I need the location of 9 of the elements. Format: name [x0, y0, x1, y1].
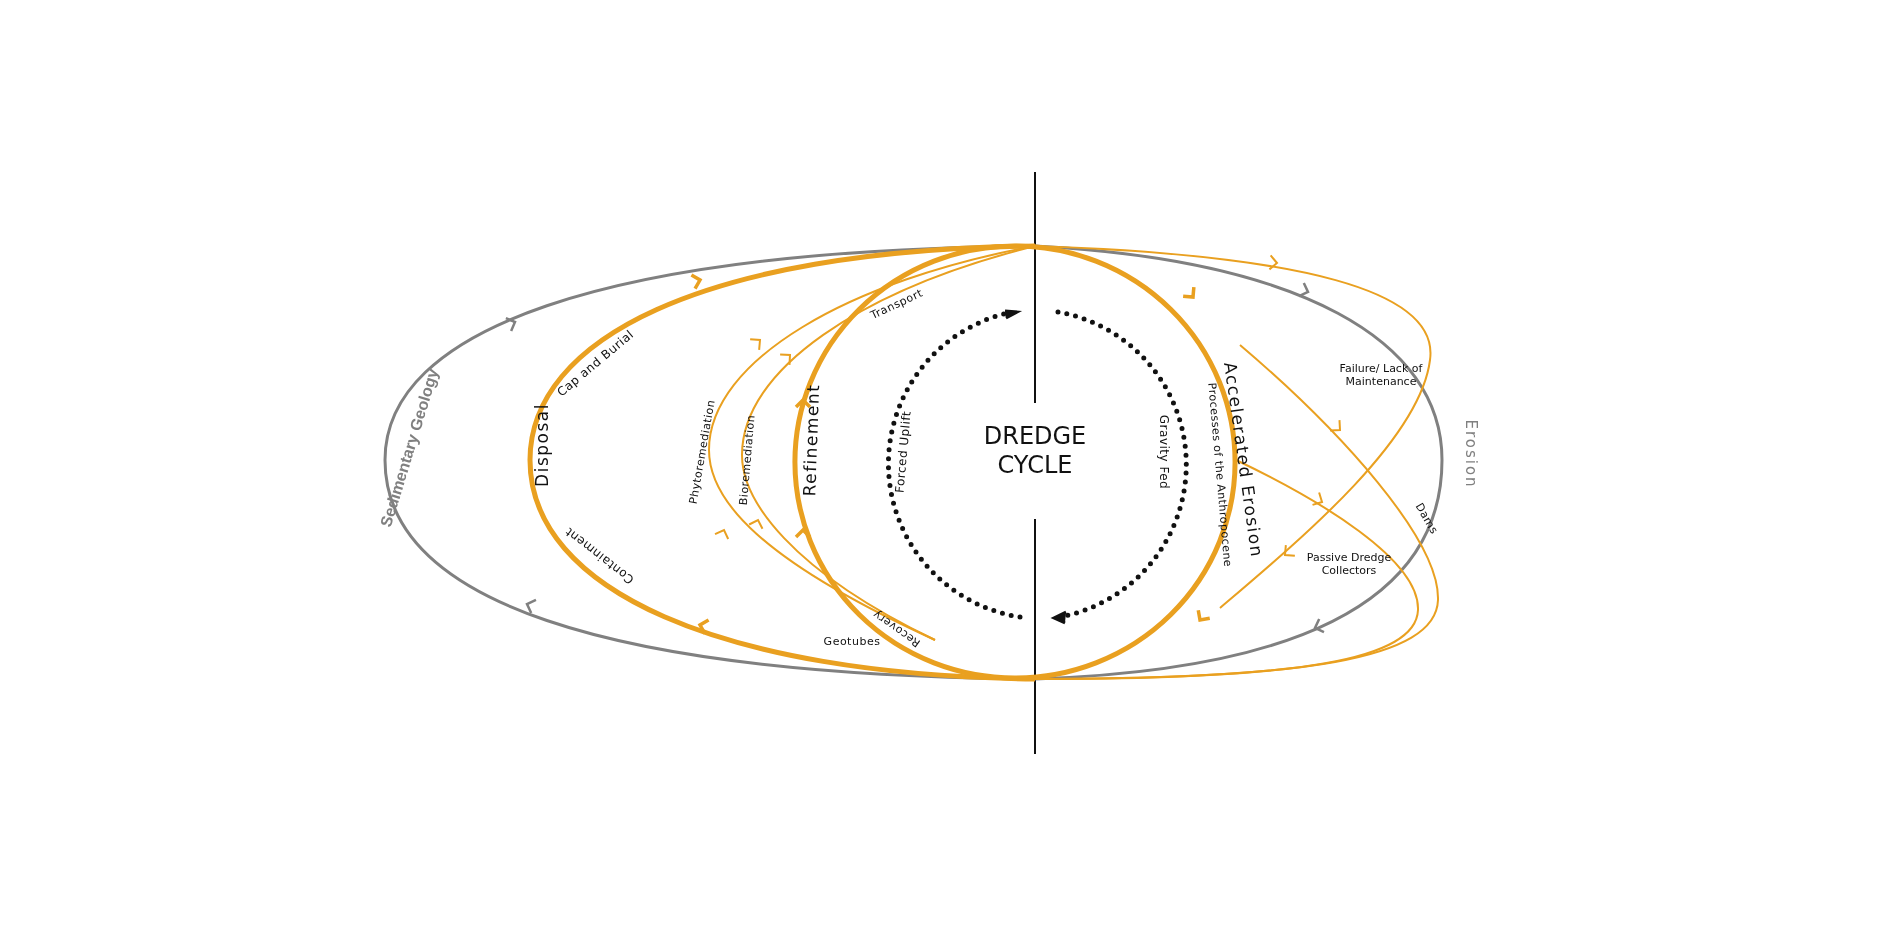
loop-label: Failure/ Lack of Maintenance: [1338, 363, 1424, 389]
loop-label: Bioremediation: [737, 414, 759, 506]
loop-label: Erosion: [1461, 419, 1479, 489]
loop-label: Gravity Fed: [1156, 414, 1170, 490]
loop-label: Disposal: [533, 403, 553, 487]
center-title: DREDGE CYCLE: [982, 422, 1088, 480]
loop-label: Forced Uplift: [893, 410, 915, 494]
loop-label: Passive Dredge Collectors: [1305, 552, 1393, 578]
loop-label: Refinement: [800, 383, 824, 497]
